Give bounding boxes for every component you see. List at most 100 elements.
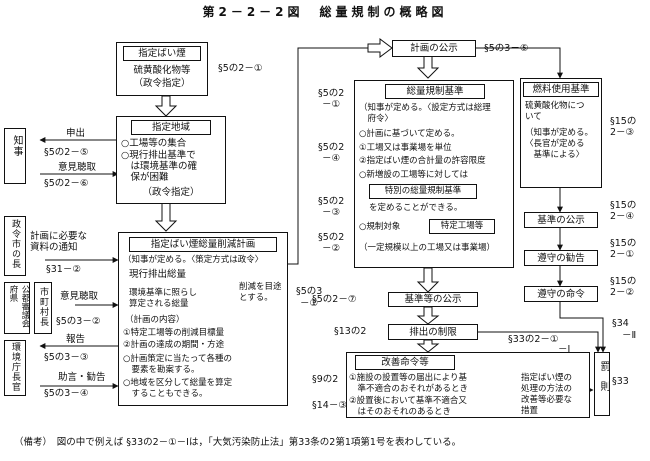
label-kijuntou-kouji: 基準等の公示 bbox=[404, 294, 462, 305]
annot-s5-2-4-a: §5の2 bbox=[318, 142, 345, 153]
text-sakugen-9: 要素を勘案する。 bbox=[123, 365, 200, 375]
box-kaizen-meirei: 改善命令等 ①施設の設置等の届出により基 準不適合のおそれがあるとき ②設置後に… bbox=[346, 352, 590, 418]
annot-s33-2-b: －Ⅰ bbox=[558, 344, 571, 355]
annot-s33-2-a: §33の2－① bbox=[508, 334, 559, 345]
annot-s5-3-5: §5の3－⑤ bbox=[484, 43, 529, 54]
label-shitei-chiiki: 指定地域 bbox=[131, 120, 211, 135]
annot-s15-2-2-b: 2－② bbox=[610, 287, 635, 298]
text-kisei-2: 府令〉 bbox=[359, 114, 394, 124]
text-sakugen-5: （計画の内容） bbox=[125, 315, 185, 325]
text-kaizen-1: ①施設の設置等の届出により基 bbox=[349, 373, 467, 383]
annot-iken-choushu: 意見聴取 bbox=[58, 162, 97, 173]
annot-s5-2-1r-a: §5の2 bbox=[318, 88, 345, 99]
annot-houkoku: 報告 bbox=[66, 334, 86, 345]
line-kouji-to-nenryo bbox=[476, 47, 563, 79]
diagram-title: 第2－2－2図 総量規制の概略図 bbox=[202, 5, 448, 19]
annot-s15-2-1-a: §15の bbox=[610, 238, 637, 249]
annot-tsuchi-2: 資料の通知 bbox=[30, 242, 78, 253]
annot-s31-2: §31－② bbox=[46, 264, 81, 275]
text-chiiki-4: 保が困難 bbox=[121, 172, 169, 183]
label-giin: 公都審議会府県 bbox=[8, 285, 30, 328]
text-nenryo-2: いて bbox=[525, 112, 542, 122]
box-junshu-kankoku: 遵守の勧告 bbox=[524, 250, 598, 266]
annot-s5-2-6: §5の2－⑥ bbox=[44, 178, 89, 189]
text-sakugen-goal-1: 削減を目途 bbox=[239, 282, 282, 292]
text-kisei-1: （知事が定める。〈設定方式は総理 bbox=[359, 103, 491, 113]
box-shichouson: 政令市の長 bbox=[4, 216, 26, 276]
text-kisei-9: （一定規模以上の工場又は事業場） bbox=[359, 243, 496, 253]
annot-s5-2-1r-b: －① bbox=[322, 99, 341, 110]
text-nenryo-3: （知事が定める。 bbox=[525, 128, 594, 138]
annot-s5-3-2: §5の3－② bbox=[56, 316, 101, 327]
annot-s5-3-1-b: －① bbox=[300, 298, 319, 309]
annot-s5-3-4: §5の3－④ bbox=[44, 388, 89, 399]
text-chiiki-1: ○工場等の集合 bbox=[121, 138, 187, 149]
text-special-kijun: 特別の総量規制基準 bbox=[384, 186, 462, 196]
text-sakugen-3: 環境基準に照らし bbox=[129, 288, 198, 298]
box-haishutsu-seigen: 排出の制限 bbox=[388, 324, 478, 340]
text-kaizen-2: 準不適合のおそれがあるとき bbox=[349, 384, 469, 394]
annot-s5-2-3-a: §5の2 bbox=[318, 196, 345, 207]
annot-s15-2-4-a: §15の bbox=[610, 200, 637, 211]
arrow-chiiki-to-keikaku bbox=[154, 202, 178, 232]
label-shitei-baien: 指定ばい煙 bbox=[123, 46, 201, 61]
arrow-seigen-down bbox=[416, 339, 440, 353]
annot-s5-2-7: §5の2－⑦ bbox=[312, 294, 357, 305]
text-sakugen-goal-2: とする。 bbox=[239, 293, 273, 303]
text-sakugen-11: することもできる。 bbox=[123, 389, 208, 399]
box-sakugen-keikaku: 指定ばい煙総量削減計画 （知事が定める。〈策定方式は政令〉 現行排出総量 環境基… bbox=[118, 232, 288, 406]
annot-s9-2: §9の2 bbox=[312, 374, 339, 385]
annot-s5-2-1: §5の2－① bbox=[218, 63, 263, 74]
text-chiiki-3: は環境基準の確 bbox=[121, 161, 198, 172]
box-junshu-meirei: 遵守の命令 bbox=[524, 286, 598, 302]
text-kisei-3: ○計画に基づいて定める。 bbox=[359, 129, 460, 139]
box-shitei-chiiki: 指定地域 ○工場等の集合 ○現行排出基準で は環境基準の確 保が困難 （政令指定… bbox=[116, 116, 226, 204]
label-kijun-kouji: 基準の公示 bbox=[537, 215, 585, 226]
box-nenryo-kijun: 燃料使用基準 硫黄酸化物につ いて （知事が定める。 〈長官が定める 基準による… bbox=[520, 78, 602, 188]
main-flow-arrows bbox=[154, 38, 440, 353]
annot-s15-2-4-b: 2－④ bbox=[610, 211, 635, 222]
arrow-to-kouji bbox=[367, 38, 393, 58]
annot-s5-2-5: §5の2－⑤ bbox=[44, 147, 89, 158]
text-sakugen-6: ①特定工場等の削減目標量 bbox=[123, 328, 225, 338]
arrow-kijuntou-down bbox=[416, 306, 440, 325]
text-kisei-6: ○新増設の工場等に対しては bbox=[359, 170, 468, 180]
annot-s34-a: §34 bbox=[612, 318, 629, 329]
text-kisei-4: ①工場又は事業場を単位 bbox=[359, 143, 452, 153]
arrow-kouji-down bbox=[416, 55, 440, 79]
line-seigen-to-batsu bbox=[478, 331, 601, 353]
text-nenryo-1: 硫黄酸化物につ bbox=[525, 101, 585, 111]
label-shichouson2: 市町村長 bbox=[38, 287, 48, 327]
text-kisei-7: を定めることができる。 bbox=[369, 203, 463, 213]
annot-s15-2-2-a: §15の bbox=[610, 276, 637, 287]
label-chiji: 知事 bbox=[11, 135, 22, 157]
annot-s13-2: §13の2 bbox=[334, 326, 367, 337]
text-sakugen-7: ②計画の達成の期間・方途 bbox=[123, 340, 225, 350]
line-meirei-to-batsu bbox=[559, 302, 606, 353]
arrow-baien-to-chiiki bbox=[154, 95, 178, 117]
label-junshu-meirei: 遵守の命令 bbox=[537, 289, 585, 300]
box-kijuntou-kouji: 基準等の公示 bbox=[388, 292, 478, 307]
box-target: 特定工場等 bbox=[429, 219, 495, 234]
text-kaizen-side-1: 指定ばい煙の bbox=[521, 373, 573, 383]
text-kaizen-side-2: 処理の方法の bbox=[521, 384, 573, 394]
annot-s5-2-2-b: －② bbox=[322, 243, 341, 254]
text-kaizen-side-4: 措置 bbox=[521, 406, 539, 416]
text-target: 特定工場等 bbox=[440, 221, 484, 231]
text-sakugen-2: 現行排出総量 bbox=[129, 269, 187, 280]
annot-iken-choushu2: 意見聴取 bbox=[60, 291, 99, 302]
text-baien-2: （政令指定） bbox=[133, 78, 191, 89]
label-shichouson: 政令市の長 bbox=[10, 219, 20, 269]
arrow-kisei-down bbox=[416, 267, 440, 293]
box-batsu: 罰則 bbox=[594, 352, 610, 416]
box-shichouson2: 市町村長 bbox=[34, 282, 52, 334]
annot-s33: §33 bbox=[612, 376, 629, 387]
annot-s5-2-4-b: －④ bbox=[322, 153, 341, 164]
text-kaizen-4: はそのおそれのあるとき bbox=[349, 407, 452, 417]
label-kaizen-meirei: 改善命令等 bbox=[355, 355, 455, 370]
label-kisei-kijun: 総量規制基準 bbox=[385, 84, 485, 99]
label-batsu: 罰則 bbox=[598, 361, 609, 401]
text-kisei-8: ○規制対象 bbox=[359, 222, 401, 232]
